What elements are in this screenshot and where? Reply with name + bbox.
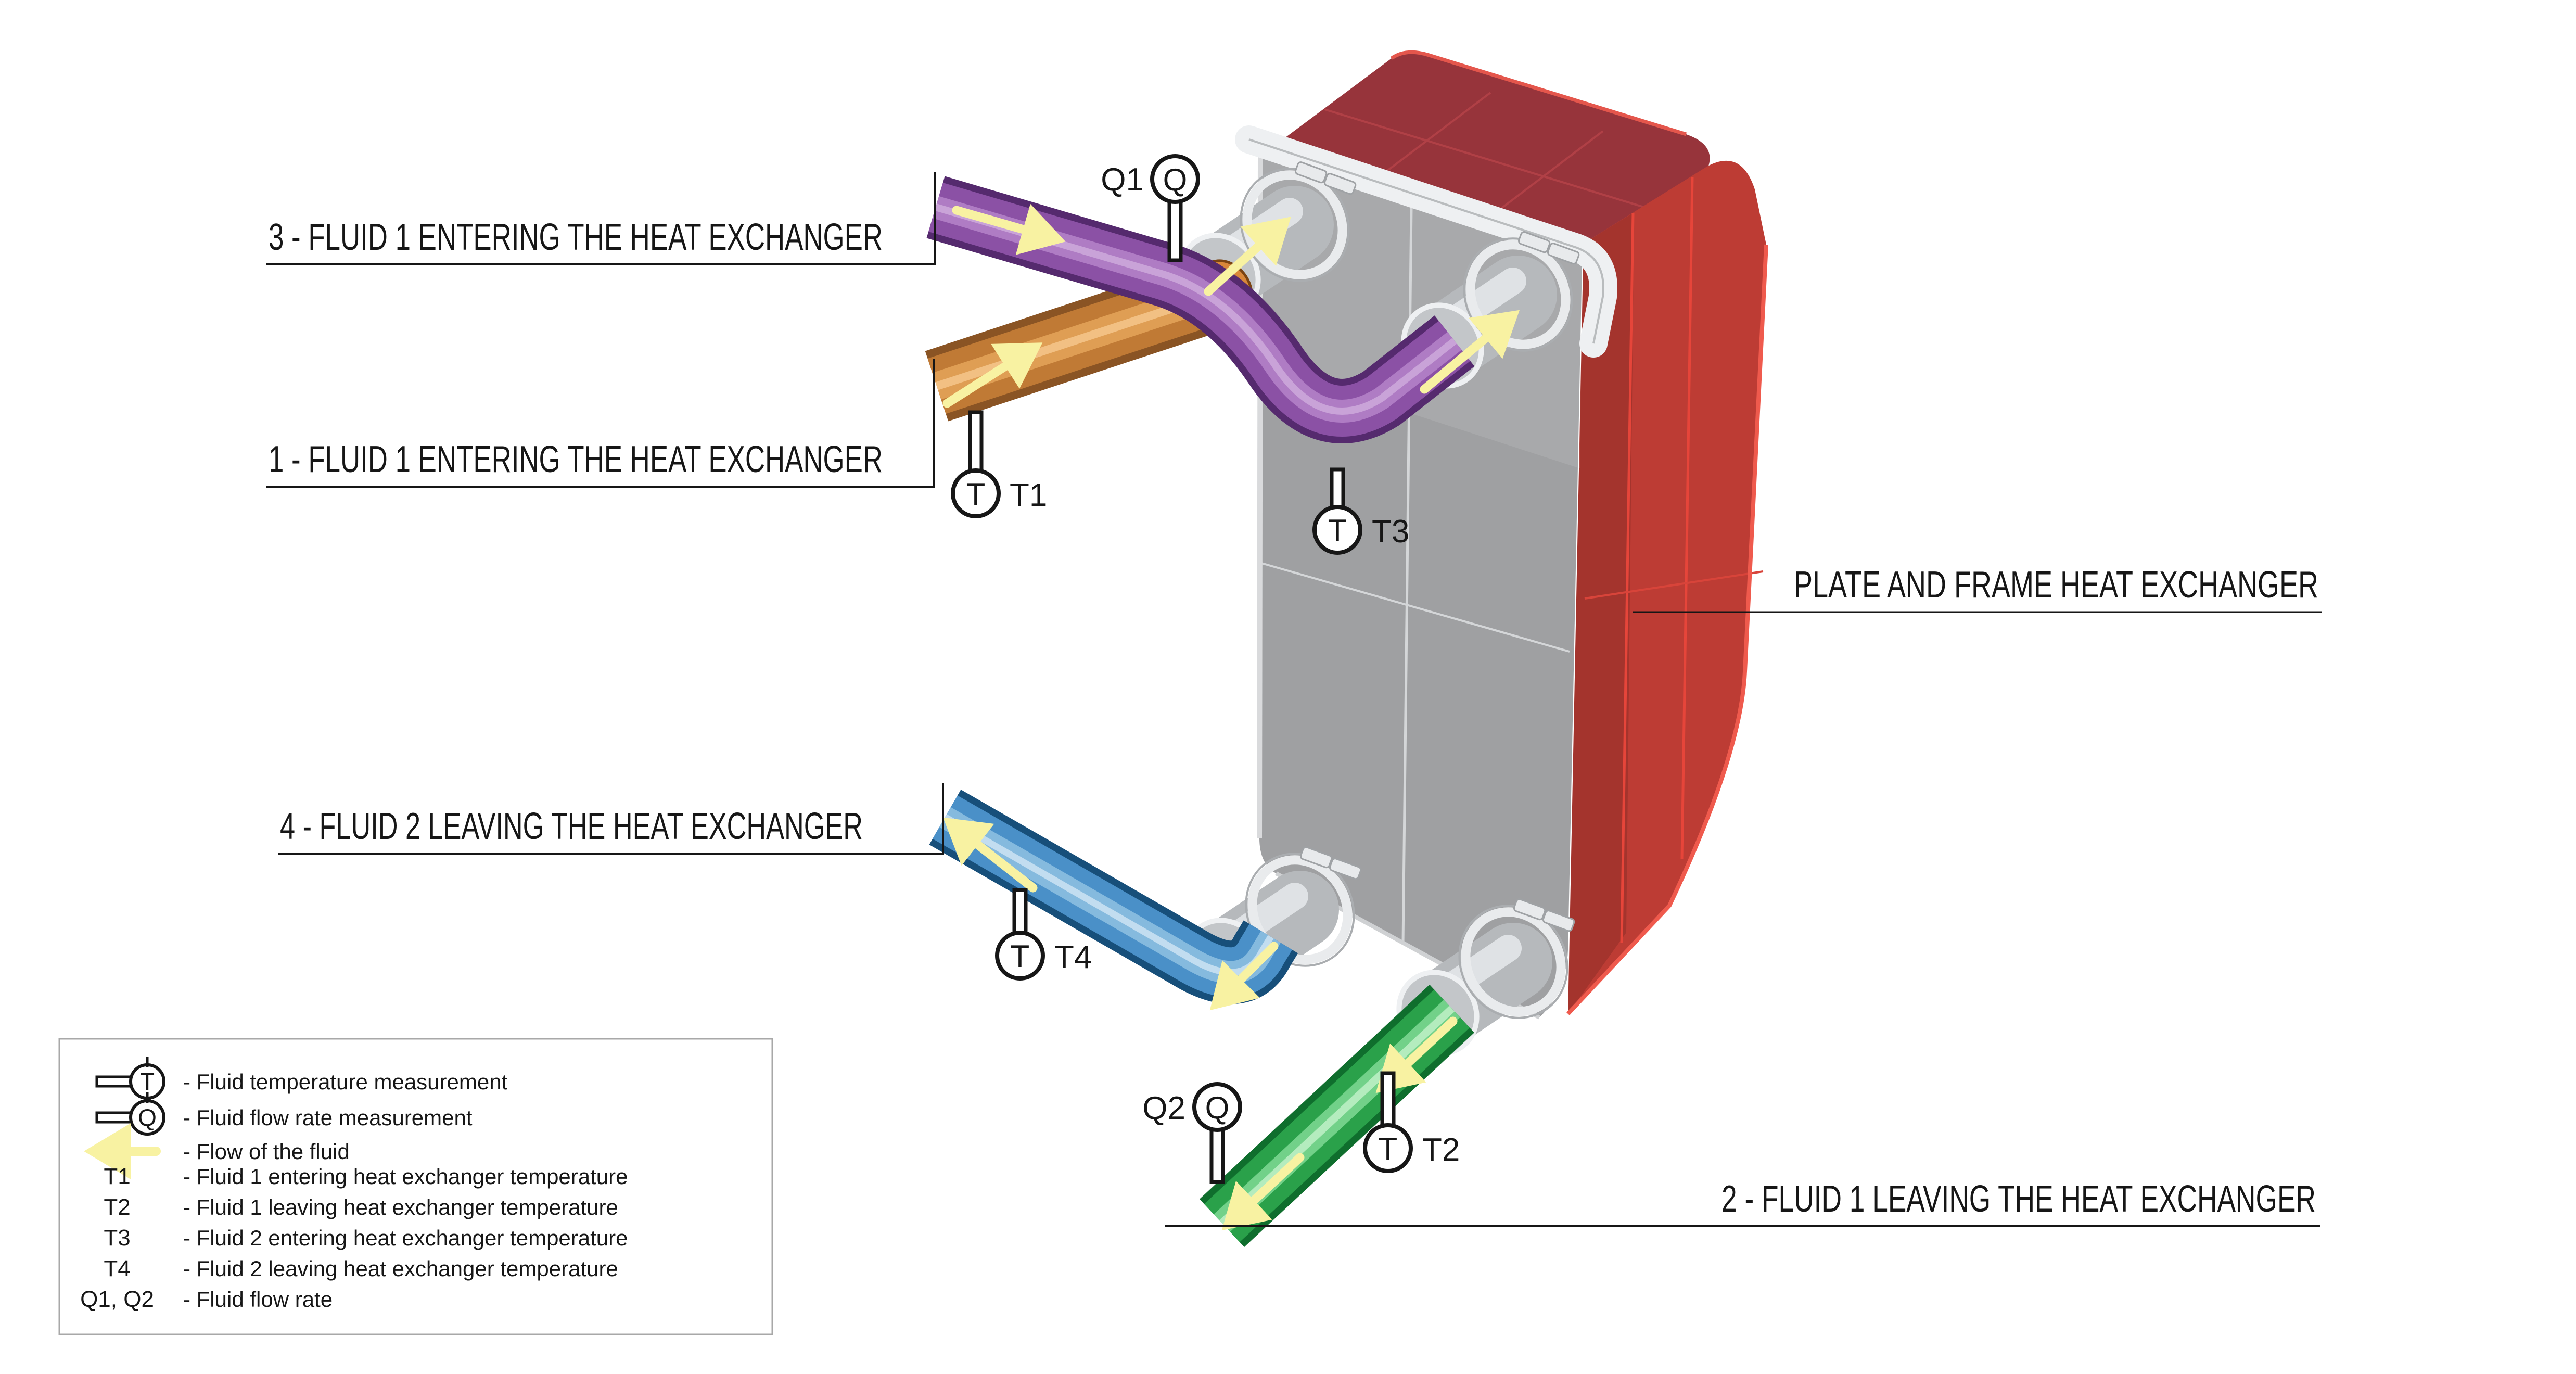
flow-arrow-purple-right (1420, 310, 1520, 394)
flow-arrow-blue-port (1209, 942, 1279, 1011)
sensor-t2-tag: T2 (1422, 1132, 1460, 1168)
callout-label-3: 3 - FLUID 1 ENTERING THE HEAT EXCHANGER (269, 217, 883, 258)
sensor-t4-tag: T4 (1054, 939, 1092, 975)
legend-row-key-3: T1 (104, 1164, 130, 1189)
sensor-t1-circle (951, 468, 1001, 518)
frame-right-shadow (1568, 212, 1634, 1014)
legend-row-text-0: - Fluid temperature measurement (183, 1070, 508, 1094)
sensor-t4-letter: T (1011, 939, 1030, 974)
frame-seam-3 (1584, 570, 1764, 600)
sensor-q1: Q Q1 (1101, 154, 1200, 262)
callout-label-equipment: PLATE AND FRAME HEAT EXCHANGER (1794, 564, 2318, 606)
sensor-t3: T T3 (1312, 467, 1409, 555)
callout-line-1 (266, 359, 935, 488)
sensor-q1-letter: Q (1163, 162, 1188, 197)
sensor-t1-stem (968, 410, 984, 473)
sensor-t1-tag: T1 (1010, 477, 1047, 513)
legend-row-text-4: - Fluid 1 leaving heat exchanger tempera… (183, 1195, 618, 1219)
legend-row-text-7: - Fluid flow rate (183, 1287, 333, 1312)
callouts: 3 - FLUID 1 ENTERING THE HEAT EXCHANGER … (266, 172, 2322, 1227)
legend-row-text-2: - Flow of the fluid (183, 1139, 350, 1164)
frame-seam-2 (1680, 176, 1694, 859)
sensor-q1-tag: Q1 (1101, 162, 1144, 198)
sensor-t2-circle (1363, 1123, 1413, 1173)
sensor-q2-stem (1209, 1128, 1225, 1184)
sensor-q2-tag: Q2 (1142, 1090, 1185, 1126)
frame-right-face (1568, 160, 1766, 1014)
flow-arrow-orange-left (942, 342, 1043, 408)
sensor-t4: T T4 (995, 888, 1092, 981)
legend-row-text-1: - Fluid flow rate measurement (183, 1105, 473, 1130)
sensor-t2: T T2 (1363, 1071, 1460, 1173)
callout-label-1: 1 - FLUID 1 ENTERING THE HEAT EXCHANGER (269, 439, 883, 480)
carrier-bar-line (1248, 138, 1604, 344)
legend-row-key-7: Q1, Q2 (80, 1287, 154, 1312)
frame-seam-1 (1620, 213, 1635, 944)
frame-top-gridline-3 (1324, 108, 1651, 210)
legend-row-text-5: - Fluid 2 entering heat exchanger temper… (183, 1226, 628, 1250)
legend-row-key-5: T3 (104, 1225, 130, 1251)
sensor-t2-stem (1380, 1071, 1396, 1127)
flow-arrow-port-top-left (1204, 217, 1291, 296)
sensor-q2-circle (1192, 1082, 1242, 1132)
sensor-t3-tag: T3 (1372, 514, 1409, 550)
flow-arrow-blue-left (943, 817, 1038, 893)
legend-box (58, 1038, 773, 1335)
flow-arrow-purple-left (952, 203, 1066, 255)
flow-arrows (942, 203, 1520, 1231)
sensor-t1: T T1 (951, 410, 1047, 518)
sensor-q1-circle (1150, 154, 1200, 204)
frame-right-edge-highlight (1566, 244, 1768, 1015)
sensor-t3-circle (1312, 505, 1362, 555)
sensor-t4-circle (995, 931, 1045, 981)
callout-label-2: 2 - FLUID 1 LEAVING THE HEAT EXCHANGER (1721, 1178, 2316, 1220)
sensor-q1-stem (1167, 200, 1183, 262)
plate-seam-diagonal (1261, 562, 1570, 653)
sensors: Q Q1 T T1 T T3 T T4 Q Q2 (951, 154, 1460, 1184)
sensor-q2-letter: Q (1205, 1090, 1230, 1125)
legend-row-text-3: - Fluid 1 entering heat exchanger temper… (183, 1164, 628, 1189)
temperature-probe-icon: T (95, 1057, 165, 1100)
legend-row-text-6: - Fluid 2 leaving heat exchanger tempera… (183, 1256, 618, 1281)
pipe-purple-highlight (935, 203, 1457, 415)
sensor-t2-letter: T (1379, 1131, 1398, 1166)
sensor-t1-letter: T (966, 477, 986, 512)
callout-label-4: 4 - FLUID 2 LEAVING THE HEAT EXCHANGER (280, 806, 863, 847)
plate-pack-face (1259, 156, 1582, 1017)
temperature-probe-stem (95, 1075, 135, 1088)
sensor-t3-stem (1330, 467, 1345, 509)
legend-row-key-4: T2 (104, 1194, 130, 1220)
flow-probe-stem (95, 1111, 135, 1124)
callout-line-4 (278, 783, 944, 855)
legend-row-key-6: T4 (104, 1256, 130, 1281)
sensor-q2: Q Q2 (1142, 1082, 1242, 1184)
pipe-fluid2-entering-purple (926, 176, 1475, 443)
frame-top-edge-highlight (1390, 50, 1687, 136)
temperature-probe-letter: T (140, 1068, 155, 1095)
sensor-t3-letter: T (1328, 513, 1347, 548)
flow-arrow-green-lower (1221, 1153, 1305, 1231)
legend: T - Fluid temperature measurement Q - Fl… (58, 1038, 773, 1335)
flow-probe-icon: Q (95, 1092, 165, 1136)
sensor-t4-stem (1012, 888, 1028, 935)
callout-line-3 (266, 172, 936, 265)
flow-arrow-green-upper (1375, 1016, 1458, 1093)
flow-probe-letter: Q (138, 1104, 157, 1131)
